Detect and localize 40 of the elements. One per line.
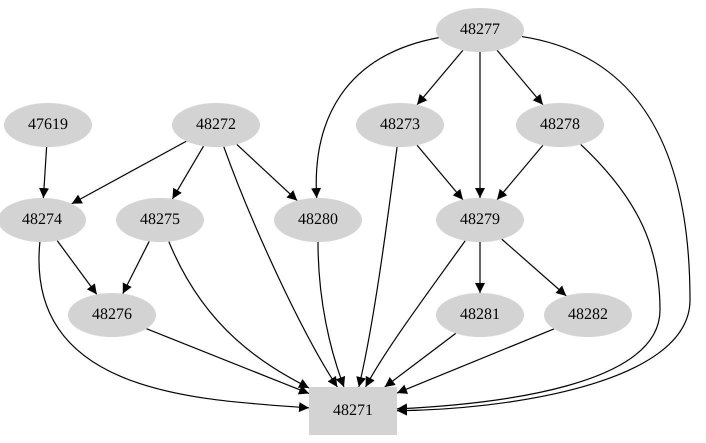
arrow xyxy=(122,241,150,294)
arrow xyxy=(475,242,485,293)
node-label: 48274 xyxy=(22,211,62,229)
node-label: 48282 xyxy=(568,306,608,324)
node-label: 48273 xyxy=(380,116,420,134)
arrow xyxy=(317,242,346,388)
arrow xyxy=(71,140,187,204)
arrow xyxy=(475,52,485,198)
arrow xyxy=(356,146,398,388)
node-label: 48271 xyxy=(333,402,373,420)
arrow xyxy=(416,50,464,106)
node-label: 48277 xyxy=(460,21,500,39)
node-ellipse xyxy=(544,293,632,337)
arrow xyxy=(236,144,298,202)
node-label: 48276 xyxy=(92,306,132,324)
node-label: 48281 xyxy=(460,306,500,324)
arrow xyxy=(496,144,544,200)
arrow xyxy=(365,240,466,388)
node-label: 47619 xyxy=(28,116,68,134)
arrow xyxy=(312,37,439,198)
arrow xyxy=(168,241,310,389)
arrow xyxy=(146,328,310,394)
arrow xyxy=(172,146,204,200)
arrow xyxy=(56,240,98,295)
arrow xyxy=(416,144,464,200)
arrow xyxy=(496,50,544,106)
arrow xyxy=(39,146,49,198)
node-label: 48280 xyxy=(298,211,338,229)
sink-node-box xyxy=(309,387,397,435)
node-label: 48272 xyxy=(196,116,236,134)
node-label: 48279 xyxy=(460,211,500,229)
node-ellipse xyxy=(0,198,86,242)
arrow xyxy=(501,238,567,296)
arrow xyxy=(39,242,310,412)
node-label: 48275 xyxy=(140,211,180,229)
arrow xyxy=(223,146,338,388)
arrow xyxy=(396,36,691,416)
arrow xyxy=(396,328,554,394)
arrow xyxy=(384,332,456,388)
node-label: 48278 xyxy=(540,116,580,134)
